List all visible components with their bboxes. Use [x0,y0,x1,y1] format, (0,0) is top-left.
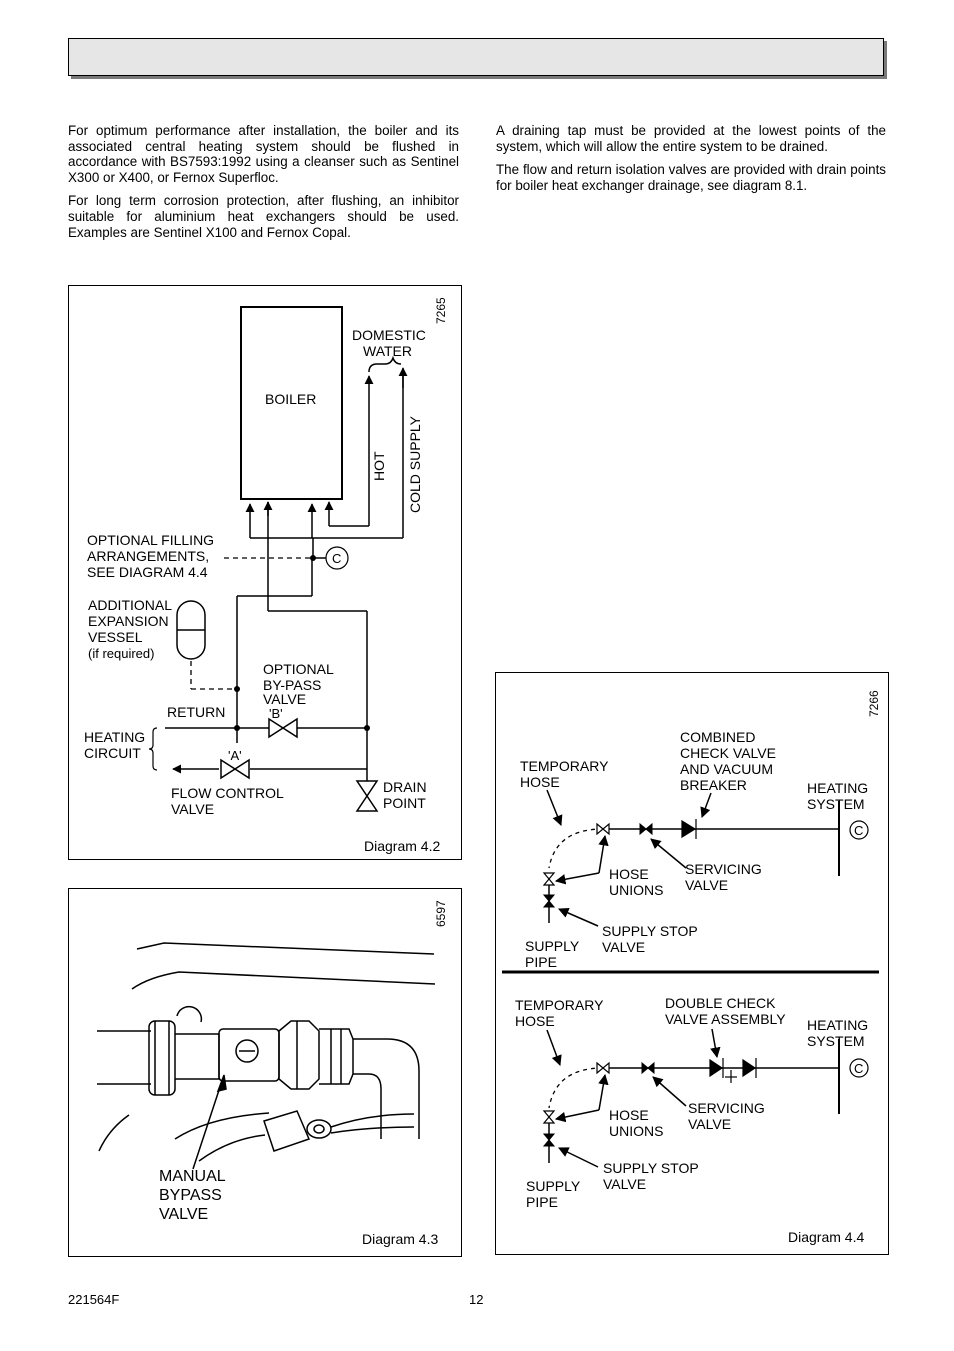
bottom-servicing-valve-icon [641,1061,655,1075]
return-label: RETURN [167,704,225,720]
top-supply-pipe-label-2: PIPE [525,954,557,970]
flow-control-valve-a-icon [220,758,250,780]
bottom-connector-c-label: C [854,1061,863,1076]
bottom-heating-label-2: SYSTEM [807,1033,865,1049]
drain-point-label-2: POINT [383,795,426,811]
hot-label: HOT [371,451,387,481]
diagram-4-4: 7266 C [495,672,889,1255]
top-connector-c [849,820,869,840]
flushing-paragraph: For optimum performance after installati… [68,123,459,185]
top-hose-union-vertical-icon [542,872,556,886]
heating-circuit-label-1: HEATING [84,729,145,745]
diagram-caption: Diagram 4.3 [362,1231,438,1247]
top-stop-label-1: SUPPLY STOP [602,923,698,939]
diagram-caption: Diagram 4.4 [788,1229,864,1245]
flow-control-label-2: VALVE [171,801,214,817]
manual-bypass-label-2: BYPASS [159,1187,222,1204]
bypass-label-4: 'B' [269,706,283,721]
bottom-stop-label-2: VALVE [603,1176,646,1192]
top-combined-label-3: AND VACUUM [680,761,773,777]
manual-bypass-label-3: VALVE [159,1206,208,1223]
top-hose-unions-label-2: UNIONS [609,882,663,898]
heating-circuit-label-2: CIRCUIT [84,745,141,761]
bottom-temp-hose-label-2: HOSE [515,1013,555,1029]
top-hose-union-icon [596,822,610,836]
bypass-valve-illustration: 6597 MANUAL BYPASS VALVE Diagram 4.3 [97,900,448,1247]
section-header-bar [68,38,884,76]
diagram-4-3: 6597 MANUAL BYPASS VALVE Diagram 4.3 [68,888,462,1257]
top-stop-valve-icon [542,894,556,908]
vessel-label-1: ADDITIONAL [88,597,172,613]
top-servicing-valve-icon [639,822,653,836]
draining-tap-paragraph: A draining tap must be provided at the l… [496,123,886,154]
connector-c [325,546,349,570]
bottom-hose-unions-label-1: HOSE [609,1107,649,1123]
boiler-label: BOILER [265,391,316,407]
vessel-label-3: VESSEL [88,629,143,645]
bottom-servicing-label-2: VALVE [688,1116,731,1132]
vessel-label-4: (if required) [88,646,154,661]
document-code: 221564F [68,1292,120,1307]
bottom-temp-hose-label-1: TEMPORARY [515,997,604,1013]
top-temp-hose-label-2: HOSE [520,774,560,790]
bottom-double-check-label-1: DOUBLE CHECK [665,995,776,1011]
inhibitor-paragraph: For long term corrosion protection, afte… [68,193,459,240]
diagram-4-2: C 7265 BOILER DOMESTIC WATER HOT COLD SU… [68,285,462,860]
top-check-valve-icon [681,819,697,839]
diagram-caption: Diagram 4.2 [364,838,440,854]
top-servicing-label-1: SERVICING [685,861,762,877]
top-heating-label-1: HEATING [807,780,868,796]
bottom-double-check-icon [709,1058,757,1083]
top-combined-label-2: CHECK VALVE [680,745,776,761]
boiler-box [240,306,343,500]
top-supply-pipe-label-1: SUPPLY [525,938,580,954]
flow-control-label-1: FLOW CONTROL [171,785,284,801]
top-stop-label-2: VALVE [602,939,645,955]
domestic-label-2: WATER [363,343,412,359]
filling-label-1: OPTIONAL FILLING [87,532,214,548]
filling-label-2: ARRANGEMENTS, [87,548,209,564]
diagram-ref-number: 7266 [867,690,881,717]
top-combined-label-1: COMBINED [680,729,755,745]
domestic-label-1: DOMESTIC [352,327,426,343]
manual-bypass-label-1: MANUAL [159,1168,226,1185]
diagram-ref-number: 6597 [434,900,448,927]
heating-schematic: C 7265 BOILER DOMESTIC WATER HOT COLD SU… [84,297,448,854]
bypass-valve-b-icon [268,717,298,739]
bottom-stop-valve-icon [542,1133,556,1147]
bottom-heating-label-1: HEATING [807,1017,868,1033]
top-combined-label-4: BREAKER [680,777,747,793]
cold-supply-label: COLD SUPPLY [407,415,423,513]
bottom-servicing-label-1: SERVICING [688,1100,765,1116]
page-number: 12 [469,1292,484,1307]
isolation-valves-paragraph: The flow and return isolation valves are… [496,162,886,193]
diagram-ref-number: 7265 [434,297,448,324]
top-hose-unions-label-1: HOSE [609,866,649,882]
bottom-supply-pipe-label-2: PIPE [526,1194,558,1210]
top-temp-hose-label-1: TEMPORARY [520,758,609,774]
top-servicing-label-2: VALVE [685,877,728,893]
bypass-label-1: OPTIONAL [263,661,334,677]
bottom-hose-union-vertical-icon [542,1110,556,1124]
connector-c-label: C [332,551,341,566]
bottom-double-check-label-2: VALVE ASSEMBLY [665,1011,786,1027]
bypass-label-2: BY-PASS [263,677,321,693]
right-text-column: A draining tap must be provided at the l… [496,123,886,201]
left-text-column: For optimum performance after installati… [68,123,459,248]
filling-arrangements: 7266 C [502,690,881,1245]
top-connector-c-label: C [854,823,863,838]
expansion-vessel-icon [176,600,206,660]
bottom-supply-pipe-label-1: SUPPLY [526,1178,581,1194]
vessel-label-2: EXPANSION [88,613,169,629]
bypass-label-3: VALVE [263,691,306,707]
bottom-hose-unions-label-2: UNIONS [609,1123,663,1139]
drain-point-label-1: DRAIN [383,779,427,795]
bottom-hose-union-icon [596,1061,610,1075]
drain-valve-icon [355,780,379,812]
bottom-connector-c [849,1058,869,1078]
top-heating-label-2: SYSTEM [807,796,865,812]
filling-label-3: SEE DIAGRAM 4.4 [87,564,208,580]
valve-a-label: 'A' [228,748,242,763]
bottom-stop-label-1: SUPPLY STOP [603,1160,699,1176]
